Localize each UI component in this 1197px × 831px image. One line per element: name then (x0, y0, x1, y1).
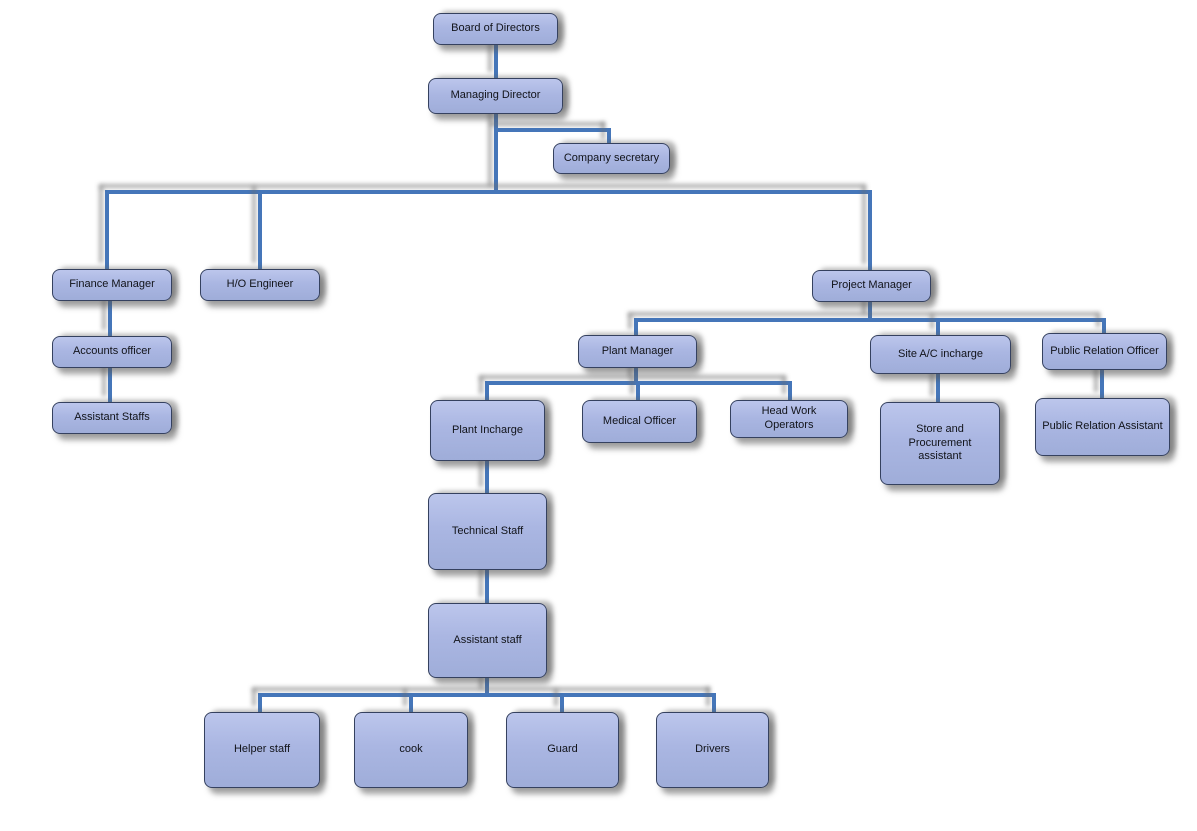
connector-rail2-to-plantmgr (634, 320, 638, 335)
connector-pro-to-pra (1100, 370, 1104, 398)
node-label: Finance Manager (69, 278, 155, 291)
connector-board-to-managing (494, 45, 498, 78)
node-public-relation-assistant: Public Relation Assistant (1035, 398, 1170, 456)
node-finance-manager: Finance Manager (52, 269, 172, 301)
node-store-procurement-assistant: Store and Procurement assistant (880, 402, 1000, 485)
node-managing-director: Managing Director (428, 78, 563, 114)
node-label: Store and Procurement assistant (908, 422, 972, 463)
node-assistant-staffs: Assistant Staffs (52, 402, 172, 434)
node-medical-officer: Medical Officer (582, 400, 697, 443)
node-accounts-officer: Accounts officer (52, 336, 172, 368)
node-label: cook (399, 743, 423, 756)
node-label: Accounts officer (72, 345, 152, 358)
connector-rail4-to-cook (409, 695, 413, 712)
node-label: Drivers (695, 743, 730, 756)
connector-tech-to-asststaff (485, 570, 489, 603)
node-public-relation-officer: Public Relation Officer (1042, 333, 1167, 370)
connector-project-to-rail2 (868, 302, 872, 320)
node-label: Managing Director (450, 89, 541, 102)
node-label: Head Work Operators (761, 405, 817, 431)
node-label: Medical Officer (602, 414, 677, 427)
connector-secretary-vertical (607, 128, 611, 145)
connector-accounts-to-asststaffs (108, 368, 112, 402)
node-label: Site A/C incharge (898, 347, 983, 360)
node-label: Technical Staff (451, 524, 524, 537)
node-company-secretary: Company secretary (553, 143, 670, 174)
node-cook: cook (354, 712, 468, 788)
node-label: Assistant Staffs (74, 411, 150, 424)
connector-rail4-to-helper (258, 695, 262, 712)
connector-site-to-store (936, 374, 940, 402)
node-assistant-staff: Assistant staff (428, 603, 547, 678)
connector-rail4 (258, 693, 716, 697)
connector-plantmgr-to-rail3 (634, 368, 638, 383)
node-drivers: Drivers (656, 712, 769, 788)
node-ho-engineer: H/O Engineer (200, 269, 320, 301)
connector-managing-to-rail1 (494, 114, 498, 192)
node-label: Company secretary (563, 151, 660, 164)
node-plant-manager: Plant Manager (578, 335, 697, 368)
connector-finance-to-accounts (108, 301, 112, 336)
connector-rail2-to-site (936, 320, 940, 335)
node-label: Project Manager (831, 279, 912, 292)
node-label: Guard (547, 743, 578, 756)
node-label: H/O Engineer (226, 278, 294, 291)
node-label: Assistant staff (453, 633, 522, 646)
node-plant-incharge: Plant Incharge (430, 400, 545, 461)
connector-rail3-to-headwork (788, 383, 792, 400)
connector-asststaff-to-rail4 (485, 678, 489, 695)
node-label: Plant Manager (601, 344, 674, 357)
connector-rail4-to-drivers (712, 693, 716, 712)
node-label: Board of Directors (451, 22, 540, 35)
connector-rail2 (634, 318, 1106, 322)
node-site-ac-incharge: Site A/C incharge (870, 335, 1011, 374)
connector-rail1-to-ho-engineer (258, 192, 262, 269)
node-label: Helper staff (233, 743, 291, 756)
connector-secretary-horizontal (496, 128, 611, 132)
connector-rail1-to-finance (105, 192, 109, 269)
connector-rail2-to-pro (1102, 320, 1106, 333)
node-board-of-directors: Board of Directors (433, 13, 558, 45)
node-technical-staff: Technical Staff (428, 493, 547, 570)
connector-rail4-to-guard (560, 695, 564, 712)
node-helper-staff: Helper staff (204, 712, 320, 788)
node-project-manager: Project Manager (812, 270, 931, 302)
node-guard: Guard (506, 712, 619, 788)
node-label: Plant Incharge (452, 423, 523, 436)
connector-rail1-to-project (868, 192, 872, 270)
connector-rail3-to-medical (636, 383, 640, 400)
connector-plantincharge-to-tech (485, 461, 489, 493)
node-label: Public Relation Assistant (1042, 420, 1163, 433)
node-label: Public Relation Officer (1050, 344, 1159, 357)
connector-rail1 (105, 190, 872, 194)
connector-rail3-to-plantincharge (485, 383, 489, 400)
node-head-work-operators: Head Work Operators (730, 400, 848, 438)
